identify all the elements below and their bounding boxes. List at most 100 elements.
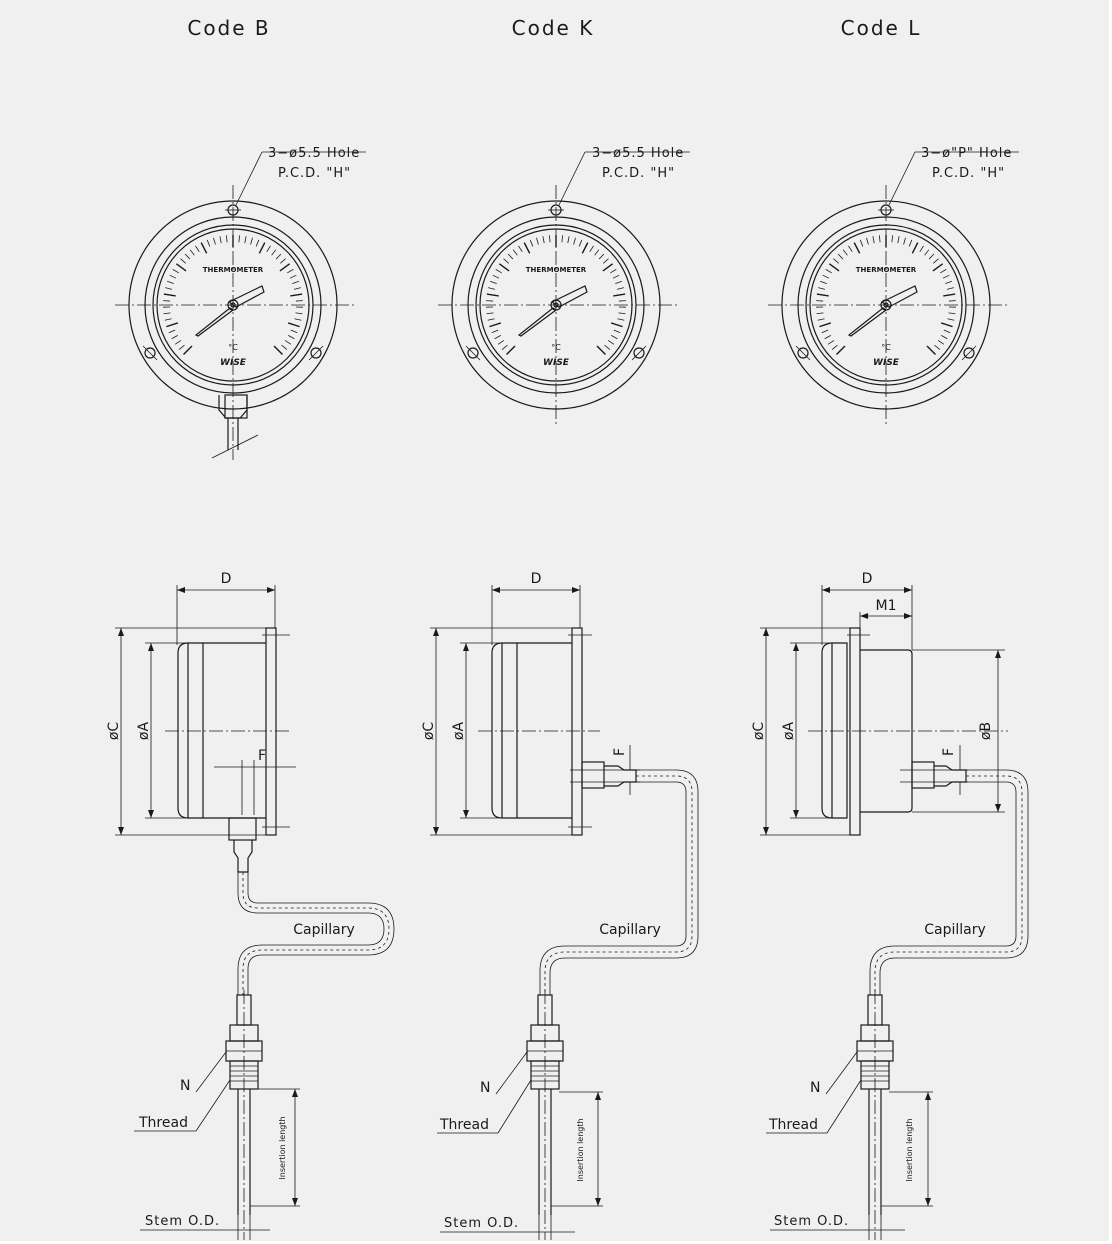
dial-tick	[490, 280, 497, 285]
dial-tick	[189, 249, 195, 256]
code-k-insertion-label: Insertion length	[576, 1118, 585, 1181]
code-k-dial-text: THERMOMETER	[526, 266, 587, 274]
dial-tick	[604, 344, 611, 350]
dial-tick	[940, 322, 953, 328]
dial-tick	[166, 322, 179, 328]
dial-tick	[942, 274, 950, 279]
code-l-dim-a: øA	[781, 722, 797, 741]
dial-tick	[281, 344, 288, 350]
dial-tick	[818, 287, 826, 290]
dial-tick	[891, 235, 893, 243]
dial-tick	[486, 293, 499, 297]
code-b-n-label: N	[180, 1078, 190, 1094]
code-l-side-view: D M1 øC øA øB F	[751, 571, 1029, 1240]
dial-tick	[238, 235, 240, 243]
code-b-dial-text: THERMOMETER	[203, 266, 264, 274]
code-k-hole-label: 3−ø5.5 Hole	[592, 146, 684, 161]
code-l-unit: °C	[881, 343, 891, 352]
dial-tick	[946, 287, 954, 290]
dial-tick	[612, 274, 620, 279]
dial-tick	[172, 269, 179, 274]
code-b-insertion-label: Insertion length	[278, 1116, 287, 1179]
dial-tick	[866, 237, 869, 245]
dial-tick	[816, 293, 829, 297]
code-l-dim-d: D	[862, 571, 873, 587]
code-b-capillary-label: Capillary	[293, 922, 355, 938]
dial-tick	[506, 345, 516, 355]
dial-ticks	[163, 235, 303, 355]
dial-tick	[821, 329, 829, 334]
dial-tick	[174, 340, 182, 345]
dial-tick	[611, 334, 618, 340]
dial-tick	[549, 235, 551, 243]
dial-tick	[294, 318, 302, 321]
dial-tick	[255, 239, 260, 247]
dial-tick	[271, 249, 277, 256]
dial-tick	[289, 274, 297, 279]
code-k-stem-label: Stem O.D.	[444, 1216, 519, 1231]
dial-tick	[163, 293, 176, 297]
dial-tick	[817, 318, 825, 321]
dial-tick	[948, 312, 956, 315]
dial-tick	[903, 237, 906, 245]
dial-tick	[498, 263, 510, 272]
dial-tick	[512, 249, 518, 256]
dial-tick	[287, 269, 294, 274]
dial-tick	[617, 318, 625, 321]
dial-tick	[932, 263, 944, 272]
dial-tick	[489, 322, 502, 328]
code-l-logo: WISE	[873, 358, 900, 368]
code-b-hole-label: 3−ø5.5 Hole	[268, 146, 360, 161]
code-k-side-view: D øC øA F Capillary	[421, 571, 699, 1240]
dial-tick	[581, 242, 589, 254]
dial-tick	[178, 344, 185, 350]
dial-tick	[287, 322, 300, 328]
dial-tick	[292, 280, 299, 285]
dial-tick	[825, 269, 832, 274]
dial-tick	[940, 269, 947, 274]
dial-tick	[507, 253, 514, 260]
dial-tick	[184, 253, 191, 260]
dial-tick	[293, 287, 301, 290]
code-l-dim-f: F	[941, 748, 957, 756]
dial-tick	[279, 263, 291, 272]
dial-tick	[567, 236, 570, 244]
code-b-title: Code B	[187, 16, 270, 40]
code-b-thread-label: Thread	[138, 1115, 188, 1131]
dial-tick	[167, 280, 174, 285]
dial-tick	[195, 245, 200, 253]
dial-tick	[872, 236, 875, 244]
code-b-stem-label: Stem O.D.	[145, 1214, 220, 1229]
dial-tick	[816, 312, 824, 315]
dial-tick	[284, 340, 292, 345]
dial-tick	[824, 334, 831, 340]
code-b-pcd-label: P.C.D. "H"	[278, 166, 351, 181]
code-k-dim-f: F	[612, 748, 628, 756]
dial-tick	[279, 258, 286, 264]
dial-tick	[859, 239, 864, 247]
dial-tick	[613, 329, 621, 334]
dial-tick	[288, 334, 295, 340]
dial-tick	[928, 253, 935, 260]
dial-tick	[819, 322, 832, 328]
dial-tick	[615, 280, 622, 285]
dial-tick	[919, 245, 924, 253]
dial-tick	[827, 340, 835, 345]
dial-tick	[932, 258, 939, 264]
dial-tick	[578, 239, 583, 247]
dial-tick	[947, 318, 955, 321]
code-l-dim-c: øC	[751, 722, 767, 741]
dial-tick	[250, 237, 253, 245]
dial-tick	[610, 269, 617, 274]
dial-ticks	[486, 235, 626, 355]
code-l-hole-label: 3−ø"P" Hole	[921, 146, 1012, 161]
dial-tick	[183, 345, 193, 355]
code-b-front-view: THERMOMETER °C WISE 3−ø5.5 Hole P.C.D. "…	[115, 146, 366, 460]
code-k-logo: WISE	[543, 358, 570, 368]
code-l-title: Code L	[841, 16, 922, 40]
dial-tick	[941, 334, 948, 340]
code-b-logo: WISE	[220, 358, 247, 368]
code-l-capillary-label: Capillary	[924, 922, 986, 938]
dial-tick	[822, 274, 830, 279]
